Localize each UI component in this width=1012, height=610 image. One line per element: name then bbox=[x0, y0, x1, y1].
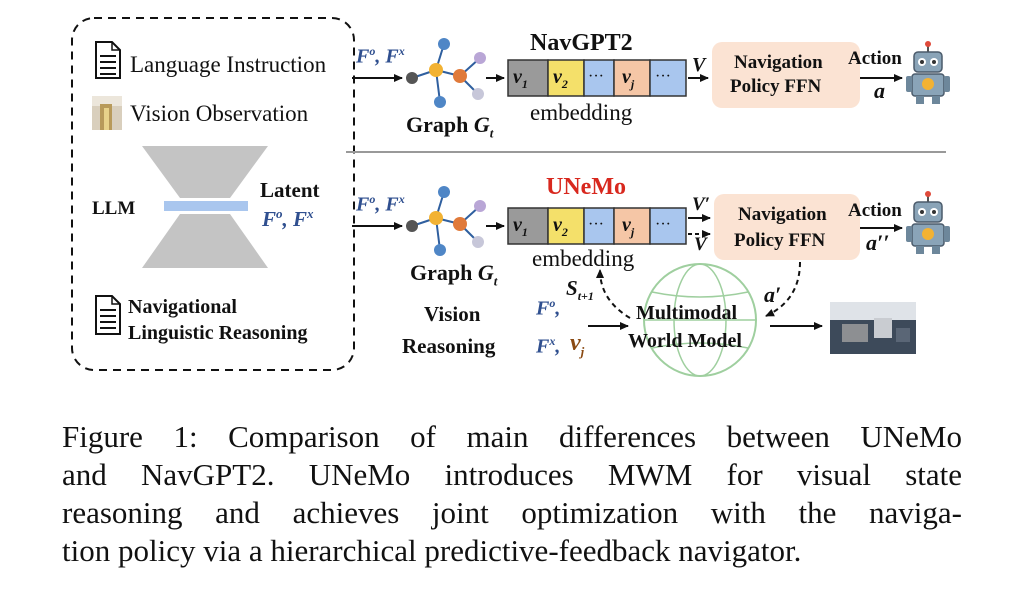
token-v2-bottom-label: v2 bbox=[553, 214, 568, 239]
caption-line: and NavGPT2. UNeMo introduces MWM for vi… bbox=[62, 457, 962, 492]
mwm-input-vj: vj bbox=[570, 330, 585, 359]
bottom-features-label: Fo, Fx bbox=[356, 192, 405, 216]
graph-top bbox=[406, 38, 486, 108]
policy-top-line1: Navigation bbox=[734, 52, 823, 73]
navigational-reasoning-line1: Navigational bbox=[128, 296, 237, 318]
caption-line: reasoning and achieves joint optimizatio… bbox=[62, 495, 962, 530]
document-icon-reasoning bbox=[95, 295, 121, 335]
latent-label: Latent bbox=[260, 178, 320, 202]
vision-observation-thumbnail bbox=[92, 96, 122, 130]
vision-reasoning-line2: Reasoning bbox=[402, 334, 496, 358]
figure-1: Language Instruction Vision Observation … bbox=[71, 17, 950, 377]
language-instruction-label: Language Instruction bbox=[130, 52, 327, 77]
action-bottom-label: Action bbox=[848, 200, 902, 221]
embedding-bottom-label: embedding bbox=[532, 246, 635, 271]
navigational-reasoning-line2: Linguistic Reasoning bbox=[128, 322, 308, 344]
graph-bottom bbox=[406, 186, 486, 256]
figure-caption: Figure 1: Comparison of main differences… bbox=[62, 418, 962, 570]
token-end-top-label: ··· bbox=[655, 68, 671, 85]
token-v1-bottom-label: v1 bbox=[513, 214, 528, 239]
token-dots-top bbox=[583, 59, 615, 97]
document-icon-language bbox=[95, 41, 121, 79]
vision-reasoning-line1: Vision bbox=[424, 302, 481, 326]
token-v1-top bbox=[507, 59, 549, 97]
policy-top-line2: Policy FFN bbox=[730, 76, 822, 97]
token-strip-bottom bbox=[507, 207, 687, 245]
top-features-label: Fo, Fx bbox=[356, 44, 405, 68]
token-vj-top-label: vj bbox=[622, 66, 635, 91]
token-v1-top-label: v1 bbox=[513, 66, 528, 91]
token-dots-bottom-label: ··· bbox=[588, 216, 604, 233]
token-strip-top bbox=[507, 59, 687, 97]
graph-top-label: Graph Gt bbox=[406, 112, 494, 141]
token-end-top bbox=[649, 59, 687, 97]
caption-line: tion policy via a hierarchical predictiv… bbox=[62, 533, 802, 568]
navgpt2-title: NavGPT2 bbox=[530, 30, 633, 56]
vision-observation-label: Vision Observation bbox=[130, 101, 309, 126]
a-prime-label: a′ bbox=[764, 282, 782, 307]
robot-icon-top bbox=[906, 41, 950, 104]
left-panel-frame bbox=[71, 17, 355, 371]
token-dots-bottom bbox=[583, 207, 615, 245]
mwm-line1: Multimodal bbox=[636, 302, 738, 324]
token-v2-top-label: v2 bbox=[553, 66, 568, 91]
llm-hourglass-icon bbox=[142, 146, 268, 268]
globe-icon bbox=[643, 263, 757, 377]
token-end-bottom-label: ··· bbox=[655, 216, 671, 233]
bottom-v-label: V bbox=[694, 234, 707, 255]
token-vj-top bbox=[613, 59, 651, 97]
robot-icon-bottom bbox=[906, 191, 950, 254]
graph-bottom-label: Graph Gt bbox=[410, 260, 498, 289]
mwm-line2: World Model bbox=[628, 330, 742, 352]
mwm-input-fo: Fo, bbox=[536, 296, 561, 320]
token-v2-top bbox=[547, 59, 585, 97]
token-dots-top-label: ··· bbox=[588, 68, 604, 85]
predicted-scene-image bbox=[830, 302, 916, 354]
token-end-bottom bbox=[649, 207, 687, 245]
action-top-label: Action bbox=[848, 48, 902, 69]
embedding-top-label: embedding bbox=[530, 100, 633, 125]
token-vj-bottom-label: vj bbox=[622, 214, 635, 239]
token-vj-bottom bbox=[613, 207, 651, 245]
action-bottom-var: a′′ bbox=[866, 230, 890, 255]
policy-bottom-line2: Policy FFN bbox=[734, 230, 826, 251]
arrow-state-feedback bbox=[596, 269, 631, 319]
policy-box-bottom bbox=[714, 194, 860, 260]
state-label: St+1 bbox=[566, 276, 594, 304]
policy-box-top bbox=[712, 42, 860, 108]
top-v-label: V bbox=[692, 54, 706, 76]
figure-diagram bbox=[71, 17, 950, 377]
latent-features-label: Fo, Fx bbox=[262, 206, 314, 231]
v-prime-label: V′ bbox=[692, 194, 711, 215]
mwm-input-fx: Fx, bbox=[536, 334, 561, 358]
policy-bottom-line1: Navigation bbox=[738, 204, 827, 225]
caption-line: Figure 1: Comparison of main differences… bbox=[62, 419, 962, 454]
unemo-title: UNeMo bbox=[546, 174, 626, 200]
llm-label: LLM bbox=[92, 198, 136, 219]
action-top-var: a bbox=[874, 78, 885, 103]
token-v2-bottom bbox=[547, 207, 585, 245]
